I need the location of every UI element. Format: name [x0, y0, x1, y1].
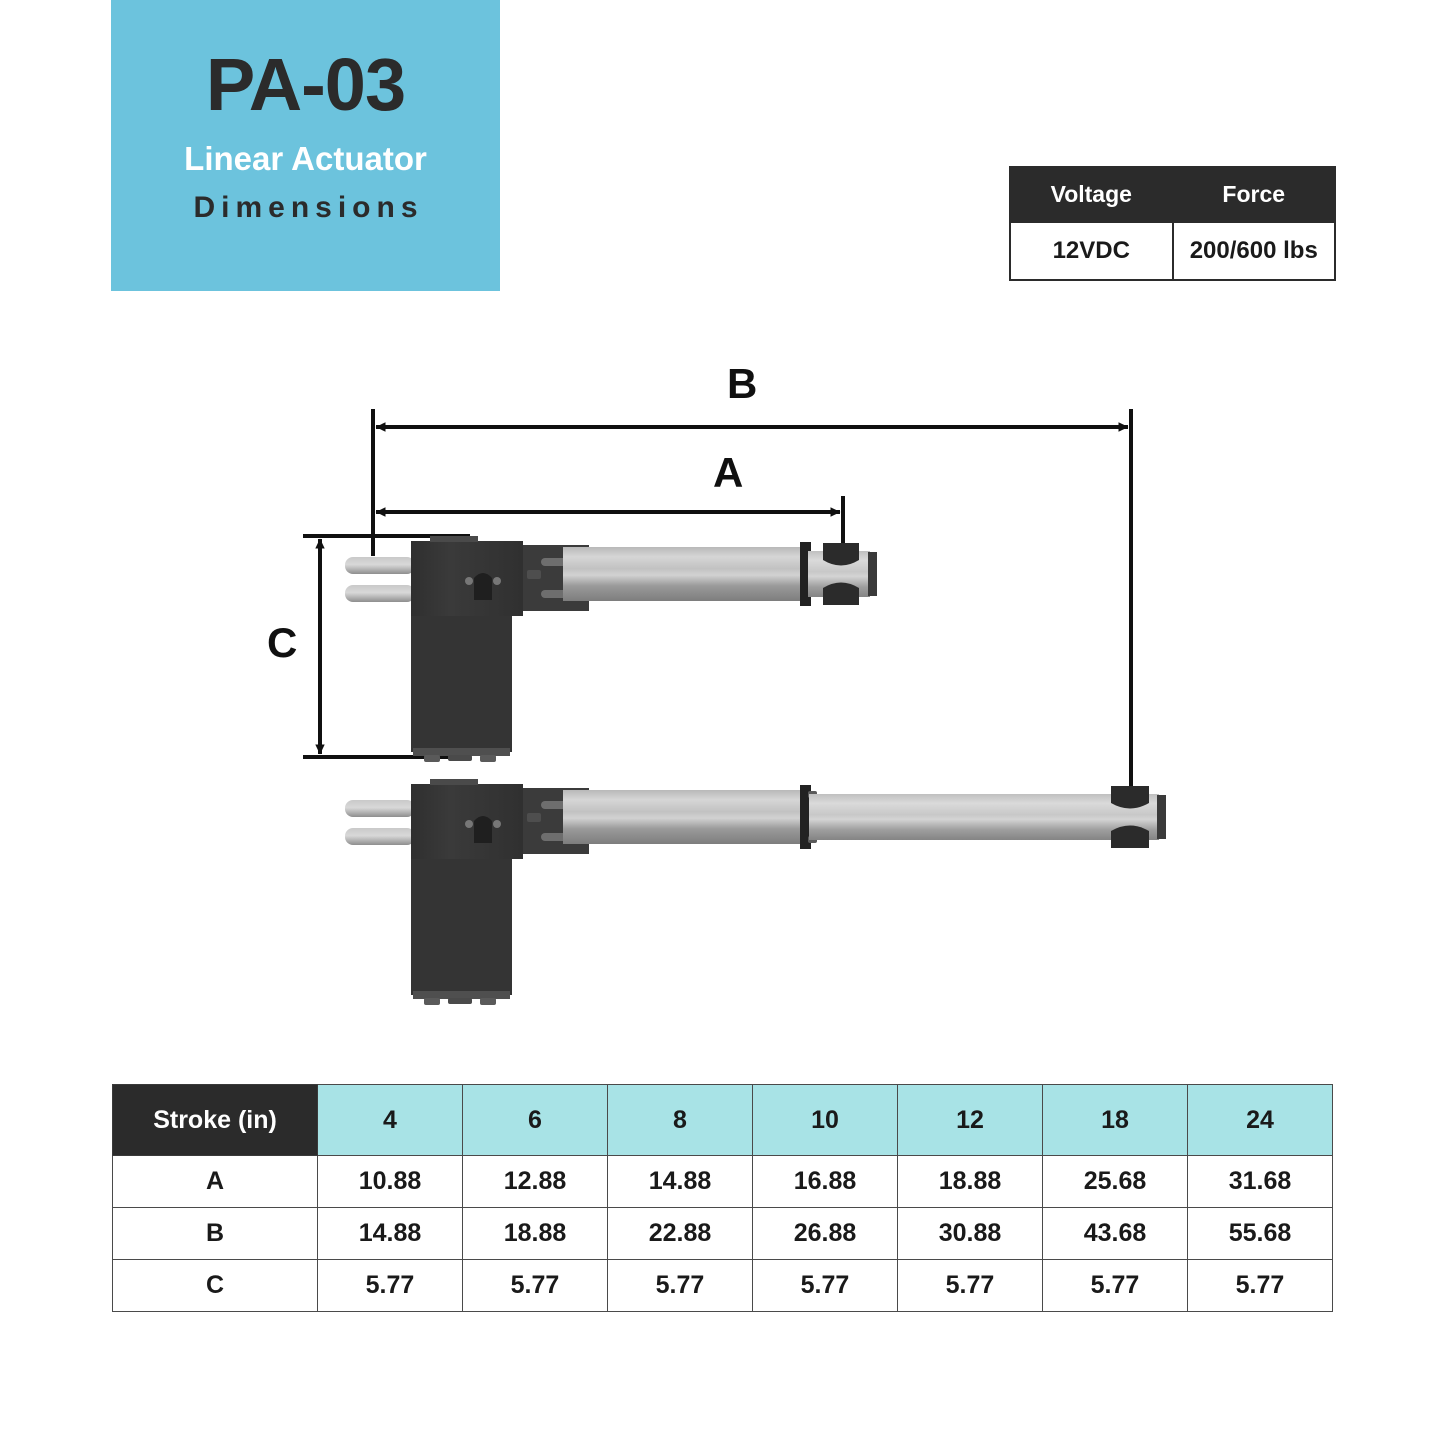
rod-end-face-plate	[1157, 795, 1166, 839]
rod-end-clevis-top	[1111, 786, 1149, 809]
value-a-3: 16.88	[752, 1155, 898, 1208]
row-label-a: A	[112, 1155, 318, 1208]
value-a-5: 25.68	[1042, 1155, 1188, 1208]
value-c-1: 5.77	[462, 1259, 608, 1312]
spec-header-voltage: Voltage	[1009, 166, 1174, 223]
collar-pin-top	[808, 791, 817, 798]
motor-foot-right	[480, 755, 496, 762]
value-b-0: 14.88	[317, 1207, 463, 1260]
stroke-header-3: 10	[752, 1084, 898, 1156]
stroke-header-4: 12	[897, 1084, 1043, 1156]
value-c-4: 5.77	[897, 1259, 1043, 1312]
product-type: Linear Actuator	[184, 140, 427, 177]
value-b-5: 43.68	[1042, 1207, 1188, 1260]
gearbox-top-cap	[430, 779, 478, 785]
value-a-6: 31.68	[1187, 1155, 1333, 1208]
motor-wire-lead-bottom	[345, 828, 415, 845]
value-c-0: 5.77	[317, 1259, 463, 1312]
stroke-header-6: 24	[1187, 1084, 1333, 1156]
motor-bottom-plate	[413, 748, 510, 756]
value-b-6: 55.68	[1187, 1207, 1333, 1260]
gearbox-housing	[411, 784, 523, 859]
dimension-label-c: C	[267, 619, 298, 666]
motor-foot-left	[424, 998, 440, 1005]
stroke-header-0: 4	[317, 1084, 463, 1156]
row-label-b: B	[112, 1207, 318, 1260]
product-subtitle: Dimensions	[193, 191, 424, 224]
outer-tube-end-collar	[800, 785, 811, 849]
fastener-left	[465, 577, 473, 585]
coupler-slot-top	[541, 801, 567, 809]
stroke-table-corner-label: Stroke (in)	[112, 1084, 318, 1156]
motor-body	[411, 616, 512, 752]
outer-tube-end-collar	[800, 542, 811, 606]
row-label-c: C	[112, 1259, 318, 1312]
spec-value-force: 200/600 lbs	[1171, 221, 1336, 281]
coupler-slot-bottom	[541, 833, 567, 841]
spec-table: Voltage Force 12VDC 200/600 lbs	[1009, 166, 1336, 281]
motor-bottom-plate	[413, 991, 510, 999]
value-b-2: 22.88	[607, 1207, 753, 1260]
value-c-2: 5.77	[607, 1259, 753, 1312]
coupler-block	[523, 788, 589, 854]
coupler-slot-bottom	[541, 590, 567, 598]
stroke-dimension-table: Stroke (in) 4 6 8 10 12 18 24 A 10.88 12…	[112, 1084, 1333, 1312]
rod-end-clevis-top	[823, 543, 859, 566]
value-a-1: 12.88	[462, 1155, 608, 1208]
value-c-6: 5.77	[1187, 1259, 1333, 1312]
stroke-header-1: 6	[462, 1084, 608, 1156]
stroke-header-2: 8	[607, 1084, 753, 1156]
dimension-label-a: A	[713, 449, 744, 496]
spec-table-value-row: 12VDC 200/600 lbs	[1009, 221, 1336, 281]
motor-body	[411, 859, 512, 995]
stroke-header-5: 18	[1042, 1084, 1188, 1156]
rod-end-face-plate	[868, 552, 877, 596]
product-title-block: PA-03 Linear Actuator Dimensions	[111, 0, 500, 291]
value-a-0: 10.88	[317, 1155, 463, 1208]
value-b-1: 18.88	[462, 1207, 608, 1260]
table-row: B 14.88 18.88 22.88 26.88 30.88 43.68 55…	[112, 1207, 1333, 1260]
outer-tube	[563, 790, 807, 844]
value-b-3: 26.88	[752, 1207, 898, 1260]
actuator-retracted-view	[345, 536, 877, 762]
value-c-5: 5.77	[1042, 1259, 1188, 1312]
spec-header-force: Force	[1171, 166, 1336, 223]
inner-rod	[809, 794, 1159, 840]
gearbox-top-cap	[430, 536, 478, 542]
outer-tube	[563, 547, 807, 601]
table-row: A 10.88 12.88 14.88 16.88 18.88 25.68 31…	[112, 1155, 1333, 1208]
spec-table-header-row: Voltage Force	[1009, 166, 1336, 223]
limit-switch-nub	[474, 573, 492, 600]
motor-foot-center	[448, 755, 472, 761]
value-a-4: 18.88	[897, 1155, 1043, 1208]
rod-end-clevis-bottom	[1111, 825, 1149, 848]
motor-wire-lead-top	[345, 800, 415, 817]
rod-end-clevis-bottom	[823, 582, 859, 605]
dimension-label-b: B	[727, 360, 758, 407]
motor-wire-lead-top	[345, 557, 415, 574]
actuator-extended-view	[345, 779, 1166, 1005]
collar-pin-bottom	[808, 836, 817, 843]
gearbox-housing	[411, 541, 523, 616]
value-a-2: 14.88	[607, 1155, 753, 1208]
coupler-slot-top	[541, 558, 567, 566]
motor-foot-center	[448, 998, 472, 1004]
inner-rod	[808, 551, 870, 597]
value-b-4: 30.88	[897, 1207, 1043, 1260]
fastener-right	[493, 577, 501, 585]
motor-wire-lead-bottom	[345, 585, 415, 602]
limit-switch-nub	[474, 816, 492, 843]
coupler-marking	[527, 813, 541, 822]
coupler-marking	[527, 570, 541, 579]
spec-value-voltage: 12VDC	[1009, 221, 1174, 281]
fastener-left	[465, 820, 473, 828]
fastener-right	[493, 820, 501, 828]
coupler-block	[523, 545, 589, 611]
motor-foot-left	[424, 755, 440, 762]
value-c-3: 5.77	[752, 1259, 898, 1312]
table-row: C 5.77 5.77 5.77 5.77 5.77 5.77 5.77	[112, 1259, 1333, 1312]
motor-foot-right	[480, 998, 496, 1005]
stroke-table-header-row: Stroke (in) 4 6 8 10 12 18 24	[112, 1084, 1333, 1156]
product-code: PA-03	[205, 43, 406, 126]
